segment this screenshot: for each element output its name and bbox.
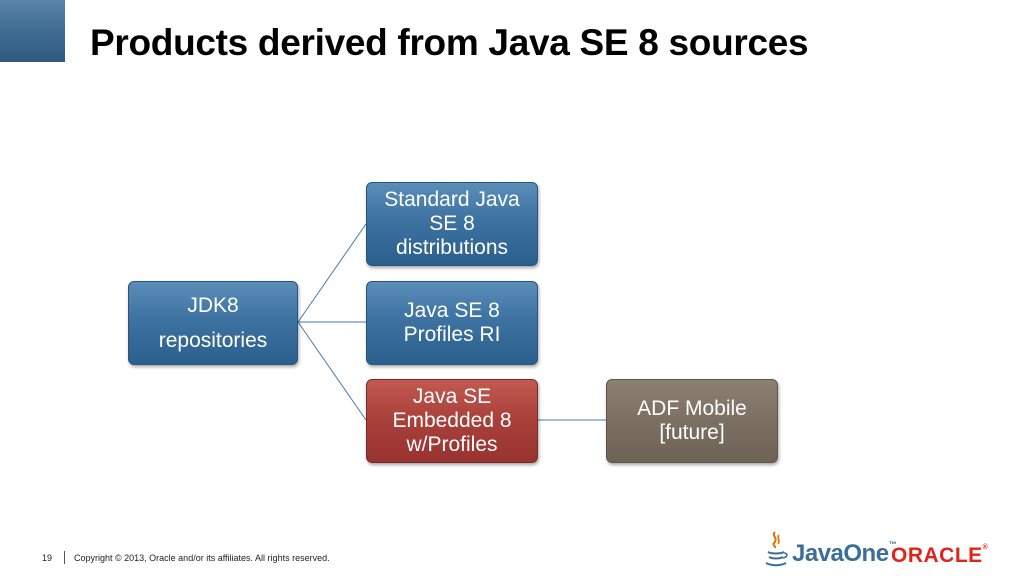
- node-standard-line-2: SE 8: [429, 212, 475, 235]
- node-adf-line-1: ADF Mobile: [637, 397, 747, 420]
- node-jdk8-repositories: JDK8 repositories: [128, 281, 298, 365]
- corner-accent-block: [0, 0, 65, 62]
- java-cup-icon: [765, 531, 788, 567]
- node-adf-line-2: [future]: [659, 421, 725, 444]
- node-profiles-ri: Java SE 8 Profiles RI: [366, 281, 538, 365]
- node-embedded-line-3: w/Profiles: [406, 433, 498, 456]
- page-number: 19: [42, 553, 53, 563]
- oracle-logo: ORACLE®: [891, 544, 988, 568]
- javaone-logo: JavaOne™: [762, 528, 897, 570]
- node-standard-line-3: distributions: [395, 236, 509, 259]
- node-embedded-line-1: Java SE: [412, 385, 492, 408]
- javaone-trademark: ™: [888, 540, 897, 549]
- node-embedded-line-2: Embedded 8: [392, 409, 512, 432]
- oracle-registered-mark: ®: [982, 544, 989, 551]
- node-embedded-profiles: Java SE Embedded 8 w/Profiles: [366, 379, 538, 463]
- node-jdk8-line-1: JDK8: [187, 294, 239, 317]
- node-profiles-line-1: Java SE 8: [404, 299, 500, 322]
- node-profiles-line-2: Profiles RI: [403, 323, 501, 346]
- copyright-text: Copyright © 2013, Oracle and/or its affi…: [74, 553, 330, 563]
- javaone-wordmark: JavaOne™: [792, 540, 897, 568]
- footer-divider: [64, 551, 65, 564]
- node-adf-mobile: ADF Mobile [future]: [606, 379, 778, 463]
- node-jdk8-line-2: repositories: [158, 329, 268, 352]
- javaone-text: JavaOne: [792, 540, 889, 567]
- slide-title: Products derived from Java SE 8 sources: [90, 22, 809, 63]
- edge-jdk8-standard: [297, 223, 367, 323]
- node-standard-line-1: Standard Java: [384, 188, 520, 211]
- node-standard-distributions: Standard Java SE 8 distributions: [366, 182, 538, 266]
- oracle-wordmark: ORACLE: [891, 544, 983, 567]
- edge-jdk8-embedded: [297, 321, 367, 421]
